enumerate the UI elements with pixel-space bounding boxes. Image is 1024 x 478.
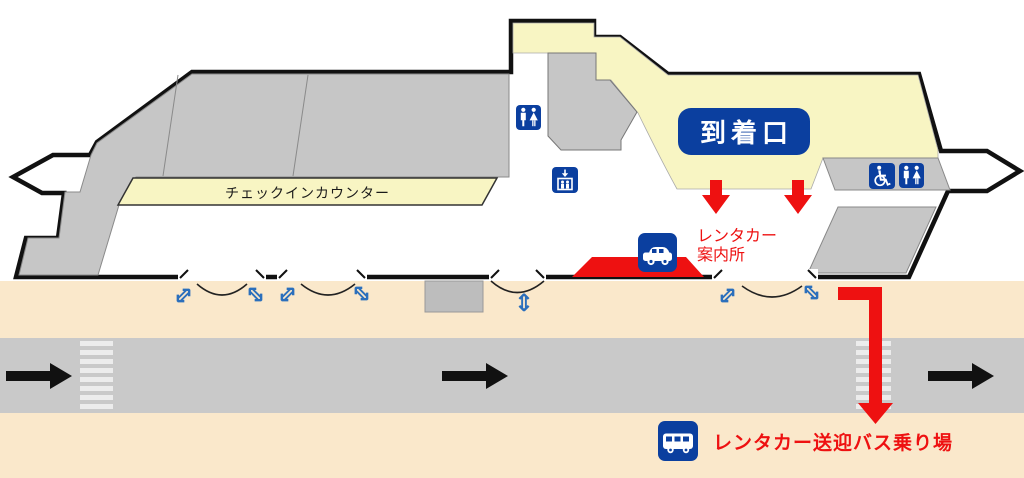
checkin-counter-area	[116, 177, 499, 206]
checkin-counter-label: チェックインカウンター	[225, 185, 390, 201]
arrival-exit-arrow-icon	[702, 180, 730, 214]
crosswalk-left	[80, 341, 113, 409]
right-block-area	[807, 206, 937, 274]
center-block-area	[547, 52, 638, 151]
door-slide-arrow-icon: ⇕	[513, 289, 535, 317]
hall-divider-line	[292, 74, 309, 177]
arrival-exit-arrow-icon	[784, 180, 812, 214]
pillar	[424, 280, 484, 313]
road-arrow-center-icon	[442, 363, 508, 389]
rental-counter-label-line1: レンタカー	[697, 228, 778, 245]
road-arrow-right-icon	[928, 363, 994, 389]
road	[0, 338, 1024, 413]
bus-stop-walkway	[0, 413, 1024, 478]
arrival-gate-label: 到着口	[699, 118, 793, 148]
rental-counter-label: レンタカー 案内所	[697, 227, 777, 265]
bus-stop-label: レンタカー送迎バス乗り場	[713, 433, 954, 454]
door-frame-ticks	[179, 269, 817, 279]
arrival-gate-badge: 到着口	[678, 108, 810, 155]
wheelchair-icon	[869, 163, 895, 189]
departure-hall-area	[18, 73, 510, 276]
road-arrow-left-icon	[6, 363, 72, 389]
bus-icon	[658, 421, 698, 461]
elevator-icon	[552, 167, 578, 193]
door-swing-arcs	[196, 280, 803, 298]
hall-divider-line	[162, 74, 179, 177]
restroom-icon	[899, 163, 924, 188]
door-gaps	[178, 269, 818, 281]
restroom-icon	[516, 105, 541, 130]
route-arrow-to-bus-stop-icon	[838, 287, 893, 424]
car-icon	[638, 233, 677, 272]
rental-counter-label-line2: 案内所	[697, 247, 746, 264]
